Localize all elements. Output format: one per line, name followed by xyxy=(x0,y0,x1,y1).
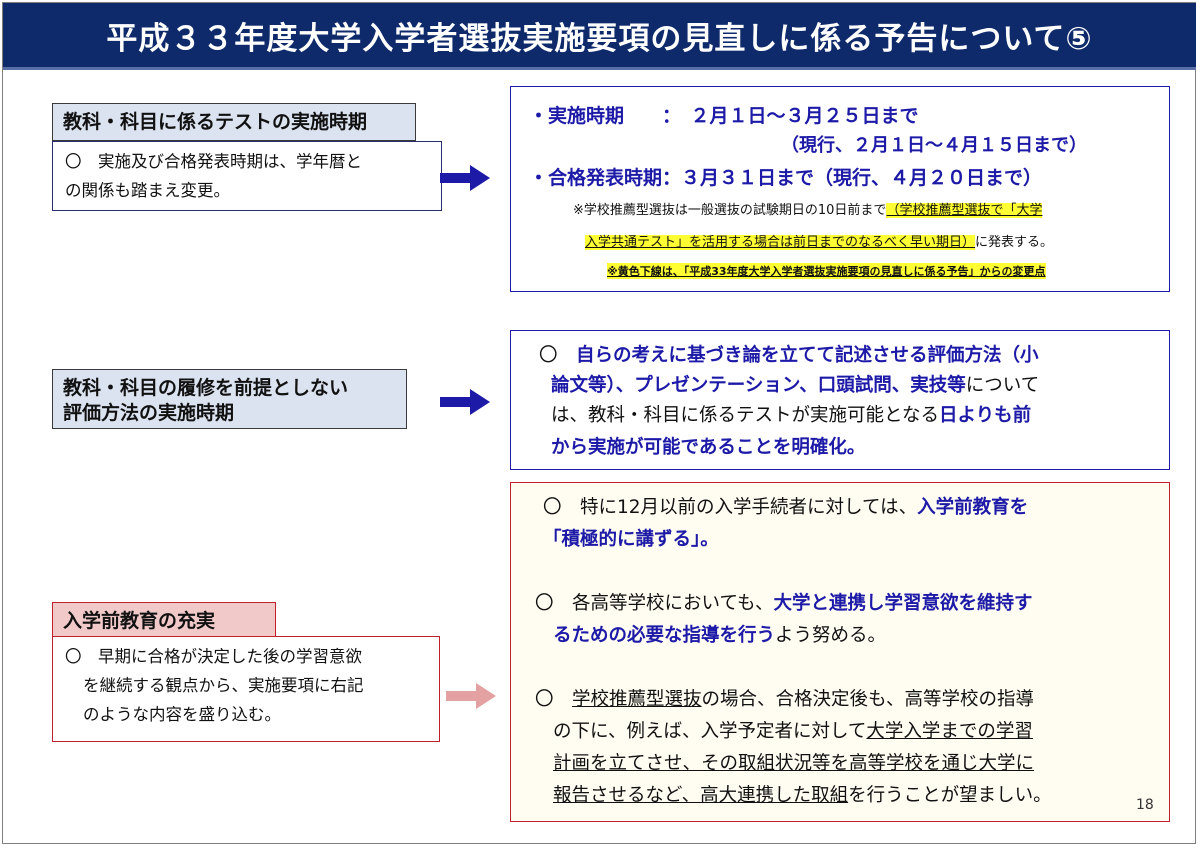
p1-text1: 〇 特に12月以前の入学手続者に対しては、 xyxy=(543,497,918,518)
note-line2: 入学共通テスト」を活用する場合は前日までのなるべく早い期日）に発表する。 xyxy=(585,231,1053,250)
p1-line1: 〇 特に12月以前の入学手続者に対しては、入学前教育を xyxy=(543,493,1028,519)
section2-line2: 論文等）、プレゼンテーション、口頭試問、実技等について xyxy=(551,371,1039,397)
p3-text7: を行うことが望ましい。 xyxy=(848,785,1052,806)
section1-header: 教科・科目に係るテストの実施時期 xyxy=(52,103,416,141)
note-line2-text: に発表する。 xyxy=(975,235,1054,250)
p3-line4: 報告させるなど、高大連携した取組を行うことが望ましい。 xyxy=(553,781,1052,807)
section3-detail-box: 〇 特に12月以前の入学手続者に対しては、入学前教育を 「積極的に講ずる」。 〇… xyxy=(510,482,1170,822)
p2-line2: るための必要な指導を行うよう努める。 xyxy=(553,621,886,647)
p2-line1: 〇 各高等学校においても、大学と連携し学習意欲を維持す xyxy=(535,589,1032,615)
arrow-right-icon xyxy=(440,389,490,415)
section2-header-line1: 教科・科目の履修を前提としない xyxy=(63,377,349,399)
section2-text5: 日よりも前 xyxy=(938,405,1032,426)
p3-line3: 計画を立てさせ、その取組状況等を高等学校を通じ大学に xyxy=(553,753,1035,774)
p3-text6: 報告させるなど、高大連携した取組 xyxy=(553,785,849,806)
bullet-circle: 〇 xyxy=(539,345,558,366)
p2-text4: よう努める。 xyxy=(775,625,887,646)
section1-detail-box: ・実施時期 ： ２月１日～３月２５日まで （現行、２月１日～４月１５日まで） ・… xyxy=(510,86,1170,292)
p3-text3: の場合、合格決定後も、高等学校の指導 xyxy=(701,689,1034,710)
section1-body: 〇 実施及び合格発表時期は、学年暦と の関係も踏まえ変更。 xyxy=(52,141,442,211)
section1-body-line1: 〇 実施及び合格発表時期は、学年暦と xyxy=(65,152,362,171)
section2-header: 教科・科目の履修を前提としない 評価方法の実施時期 xyxy=(52,369,407,429)
note-line2-highlight: 入学共通テスト」を活用する場合は前日までのなるべく早い期日） xyxy=(585,235,976,250)
section2-text2: 論文等）、プレゼンテーション、口頭試問、実技等 xyxy=(551,375,966,396)
schedule-current-line: （現行、２月１日～４月１５日まで） xyxy=(781,135,1087,156)
section3-body-line1: 〇 早期に合格が決定した後の学習意欲 xyxy=(65,647,362,666)
section3-body-line2: を継続する観点から、実施要項に右記 xyxy=(83,675,364,695)
section2-text3: について xyxy=(965,375,1040,396)
section2-line3: は、教科・科目に係るテストが実施可能となる日よりも前 xyxy=(551,401,1031,427)
p3-text1: 〇 xyxy=(535,689,573,710)
p1-text2: 入学前教育を xyxy=(917,497,1029,518)
section2-detail-box: 〇 自らの考えに基づき論を立てて記述させる評価方法（小 論文等）、プレゼンテーシ… xyxy=(510,330,1170,470)
p3-text4: の下に、例えば、入学予定者に対して xyxy=(553,721,867,742)
p2-text1: 〇 各高等学校においても、 xyxy=(535,593,774,614)
section2-header-line2: 評価方法の実施時期 xyxy=(63,401,235,424)
p3-line1: 〇 学校推薦型選抜の場合、合格決定後も、高等学校の指導 xyxy=(535,685,1034,711)
change-note: ※黄色下線は、「平成33年度大学入学者選抜実施要項の見直しに係る予告」からの変更… xyxy=(607,263,1046,279)
section2-text4: は、教科・科目に係るテストが実施可能となる xyxy=(551,405,939,426)
announcement-line: ・合格発表時期：３月３１日まで（現行、４月２０日まで） xyxy=(529,167,1043,189)
page-title: 平成３３年度大学入学者選抜実施要項の見直しに係る予告について⑤ xyxy=(3,3,1196,70)
arrow-right-icon xyxy=(446,683,496,709)
schedule-line: ・実施時期 ： ２月１日～３月２５日まで xyxy=(529,105,919,127)
p3-text2: 学校推薦型選抜 xyxy=(572,689,702,710)
page-number: 18 xyxy=(1136,797,1154,813)
p2-text2: 大学と連携し学習意欲を維持す xyxy=(773,593,1033,614)
note-line1: ※学校推薦型選抜は一般選抜の試験期日の10日前まで（学校推薦型選抜で「大学 xyxy=(573,199,1043,218)
p2-text3: るための必要な指導を行う xyxy=(553,625,776,646)
note-line1-text: ※学校推薦型選抜は一般選抜の試験期日の10日前まで xyxy=(573,203,887,218)
section2-line4: から実施が可能であることを明確化。 xyxy=(551,437,866,458)
p3-text5: 大学入学までの学習 xyxy=(866,721,1033,742)
p1-line2: 「積極的に講ずる」。 xyxy=(543,529,719,550)
section2-text1: 自らの考えに基づき論を立てて記述させる評価方法（小 xyxy=(576,345,1039,366)
section3-body-line3: のような内容を盛り込む。 xyxy=(83,704,281,724)
section2-line1: 〇 自らの考えに基づき論を立てて記述させる評価方法（小 xyxy=(539,341,1039,367)
section1-body-line2: の関係も踏まえ変更。 xyxy=(65,180,230,200)
note-line1-highlight: （学校推薦型選抜で「大学 xyxy=(886,203,1043,218)
p3-line2: の下に、例えば、入学予定者に対して大学入学までの学習 xyxy=(553,717,1033,743)
section3-body: 〇 早期に合格が決定した後の学習意欲 を継続する観点から、実施要項に右記 のよう… xyxy=(52,636,440,742)
arrow-right-icon xyxy=(440,165,490,191)
